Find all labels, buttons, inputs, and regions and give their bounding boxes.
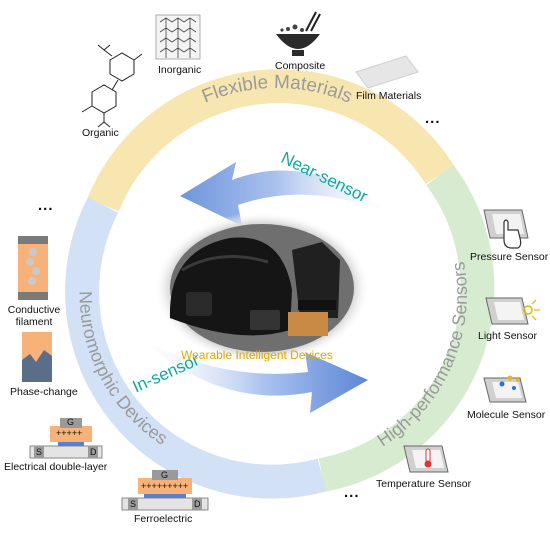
composite-bowl-icon — [276, 11, 321, 56]
near-sensor-arrow — [180, 162, 392, 226]
molecule-sensor-label: Molecule Sensor — [467, 409, 546, 421]
edl-transistor-icon — [29, 418, 103, 459]
temperature-sensor-icon — [403, 445, 449, 473]
pressure-sensor-label: Pressure Sensor — [470, 251, 549, 263]
conductive-filament-label: Conductive filament — [2, 304, 66, 328]
fe-plus-signs: +++++++++ — [141, 481, 189, 491]
film-materials-icon — [355, 55, 419, 89]
ring-segment-devices — [65, 197, 327, 499]
conductive-filament-icon — [18, 236, 48, 300]
pressure-sensor-icon — [483, 209, 529, 249]
edl-source-letter: S — [36, 447, 43, 457]
organic-label: Organic — [82, 127, 119, 139]
phase-change-icon — [22, 332, 52, 382]
in-sensor-arrow — [140, 338, 368, 413]
carbon-nanotube-icon — [155, 14, 201, 60]
temperature-sensor-label: Temperature Sensor — [376, 478, 472, 490]
light-sensor-icon — [485, 297, 540, 325]
ferroelectric-label: Ferroelectric — [134, 513, 193, 525]
devices-more: ... — [38, 197, 54, 214]
inorganic-label: Inorganic — [158, 64, 202, 76]
edl-label: Electrical double-layer — [4, 461, 108, 473]
molecule-sensor-icon — [483, 375, 527, 403]
fe-drain-letter: D — [194, 499, 201, 509]
film-materials-label: Film Materials — [356, 90, 422, 102]
edl-gate-letter: G — [67, 417, 75, 427]
ferroelectric-transistor-icon — [121, 470, 209, 511]
center-label: Wearable Intelligent Devices — [181, 348, 333, 362]
composite-label: Composite — [275, 60, 326, 72]
edl-plus-signs: +++++ — [56, 428, 83, 438]
wearable-devices-photo — [154, 212, 370, 364]
ring-segment-sensors — [318, 164, 495, 492]
fe-gate-letter: G — [161, 470, 169, 480]
conductive-label-line2: filament — [15, 316, 53, 328]
fe-source-letter: S — [130, 499, 137, 509]
edl-drain-letter: D — [90, 447, 97, 457]
organic-molecule-icon — [81, 44, 143, 128]
phase-change-label: Phase-change — [10, 386, 78, 398]
materials-more: ... — [425, 110, 441, 127]
conductive-label-line1: Conductive — [7, 304, 61, 316]
sensors-more: ... — [344, 484, 360, 501]
light-sensor-label: Light Sensor — [478, 330, 537, 342]
ring-segment-materials — [87, 69, 455, 212]
